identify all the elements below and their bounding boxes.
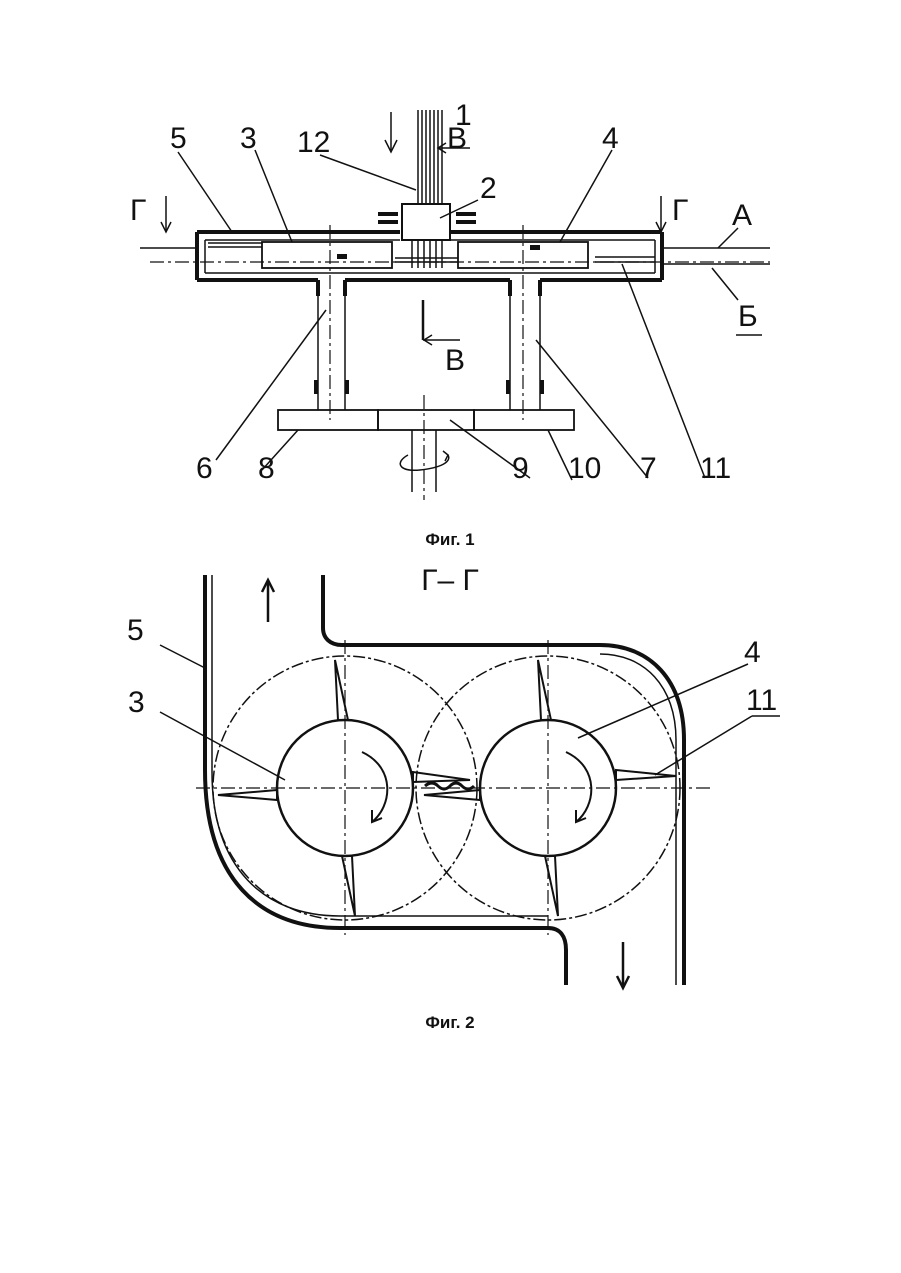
label-6: 6	[196, 452, 213, 485]
flow-arrow-down	[385, 112, 397, 152]
fiber-strands-lower	[412, 240, 442, 268]
figure-2-caption: Фиг. 2	[425, 1013, 474, 1032]
shaft-7	[506, 225, 544, 420]
section-title: Г– Г	[421, 564, 479, 597]
label-8: 8	[258, 452, 275, 485]
gear-10	[474, 410, 574, 430]
rotation-arrow-4-icon	[566, 752, 591, 822]
label-10: 10	[568, 452, 601, 485]
label-11: 11	[700, 452, 731, 485]
label-12: 12	[297, 126, 330, 159]
label-5-fig2: 5	[127, 614, 144, 647]
label-4-fig2: 4	[744, 636, 761, 669]
blade-4-top	[538, 660, 551, 720]
label-b: Б	[738, 300, 758, 333]
label-g-right: Г	[672, 194, 688, 227]
guide-block-2	[402, 204, 450, 240]
label-7: 7	[640, 452, 657, 485]
rotation-arrow-3-icon	[362, 752, 387, 822]
blade-11	[616, 770, 676, 780]
label-9: 9	[512, 452, 529, 485]
label-2: 2	[480, 172, 497, 205]
fiber-bundle	[418, 110, 442, 205]
label-3-fig2: 3	[128, 686, 145, 719]
gear-8	[278, 410, 378, 430]
figure-1-caption: Фиг. 1	[425, 530, 474, 549]
roller-3	[262, 242, 392, 268]
blade-3-top	[335, 660, 348, 720]
label-4: 4	[602, 122, 619, 155]
label-5: 5	[170, 122, 187, 155]
label-v-mid: В	[445, 344, 465, 377]
label-a: А	[732, 199, 752, 232]
label-v-top: В	[447, 122, 467, 155]
figure-2-drawing	[160, 575, 780, 988]
label-3: 3	[240, 122, 257, 155]
label-g-left: Г	[130, 194, 146, 227]
label-11-fig2: 11	[746, 684, 777, 717]
figure-1-drawing	[140, 110, 770, 500]
